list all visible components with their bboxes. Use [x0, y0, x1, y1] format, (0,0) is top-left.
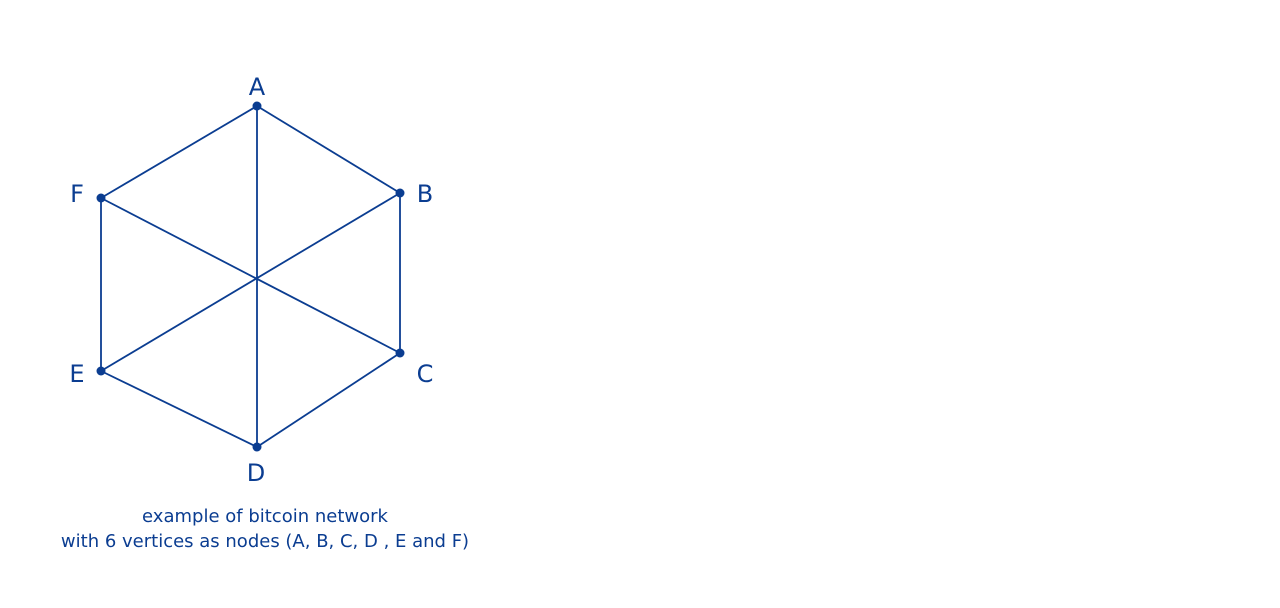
edge-d-e [100, 370, 258, 448]
nodes-group [96, 101, 405, 452]
node-label-a: A [249, 73, 266, 101]
node-f [96, 193, 106, 203]
labels-group: A B C D E F [69, 73, 433, 487]
edge-c-d [256, 352, 401, 448]
node-c [395, 348, 405, 358]
edges-group [100, 105, 401, 448]
edge-f-a [100, 105, 258, 199]
node-label-b: B [417, 180, 433, 208]
edge-f-c [100, 197, 401, 354]
node-e [96, 366, 106, 376]
node-a [252, 101, 262, 111]
edge-a-b [256, 105, 401, 194]
node-label-e: E [69, 360, 84, 388]
node-d [252, 442, 262, 452]
caption-line-1: example of bitcoin network [142, 506, 388, 527]
node-label-c: C [417, 360, 434, 388]
caption-line-2: with 6 vertices as nodes (A, B, C, D , E… [60, 531, 470, 552]
node-label-f: F [70, 180, 84, 208]
node-b [395, 188, 405, 198]
edge-b-e [100, 192, 401, 372]
diagram-caption: example of bitcoin network with 6 vertic… [40, 504, 490, 554]
node-label-d: D [247, 459, 265, 487]
